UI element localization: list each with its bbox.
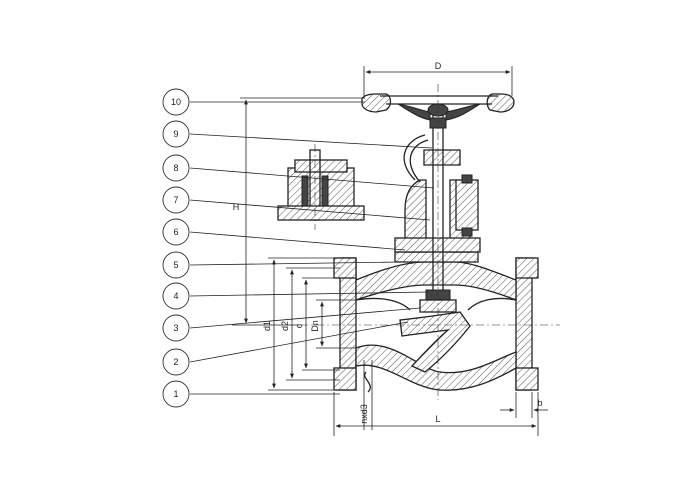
dimension-c-label: c — [294, 323, 304, 328]
balloon-3: 3 — [162, 314, 190, 342]
balloon-5: 5 — [162, 251, 190, 279]
svg-text:10: 10 — [171, 97, 181, 107]
svg-text:5: 5 — [173, 260, 178, 270]
svg-text:9: 9 — [173, 129, 178, 139]
svg-text:7: 7 — [173, 195, 178, 205]
balloon-6: 6 — [162, 218, 190, 246]
bonnet-yoke — [394, 134, 481, 253]
leader-lines — [189, 101, 435, 395]
center-lines — [300, 84, 560, 400]
svg-text:1: 1 — [173, 389, 178, 399]
dimension-nxd3: nxd3 — [359, 360, 373, 430]
dimension-c: c — [294, 277, 340, 371]
svg-text:6: 6 — [173, 227, 178, 237]
dimension-nxd3-label: nxd3 — [359, 404, 369, 424]
balloon-2: 2 — [162, 348, 190, 376]
balloon-10: 10 — [162, 88, 190, 116]
dimension-Dn-label: Dn — [310, 320, 320, 332]
dimension-D-label: D — [435, 61, 442, 71]
svg-text:8: 8 — [173, 163, 178, 173]
dimension-d2: d2 — [280, 267, 340, 381]
balloon-1: 1 — [162, 380, 190, 408]
dimension-D: D — [363, 61, 513, 96]
balloon-4: 4 — [162, 282, 190, 310]
dimension-d2-label: d2 — [280, 321, 290, 331]
balloon-8: 8 — [162, 154, 190, 182]
svg-text:4: 4 — [173, 291, 178, 301]
dimension-L-label: L — [435, 414, 440, 424]
dimension-H: H — [232, 97, 365, 326]
svg-text:2: 2 — [173, 357, 178, 367]
svg-text:3: 3 — [173, 323, 178, 333]
dimension-d1-label: d1 — [262, 321, 272, 331]
gland-detail-view — [277, 144, 365, 230]
balloon-7: 7 — [162, 186, 190, 214]
dimension-Dn: Dn — [310, 299, 356, 349]
valve-body — [333, 251, 539, 391]
balloon-9: 9 — [162, 120, 190, 148]
dimension-H-label: H — [233, 202, 240, 212]
dimension-b: b — [500, 392, 548, 418]
dimension-b-label: b — [537, 398, 542, 408]
handwheel — [361, 93, 515, 121]
dimension-L: L — [333, 392, 539, 436]
dimension-d1: d1 — [262, 257, 340, 391]
